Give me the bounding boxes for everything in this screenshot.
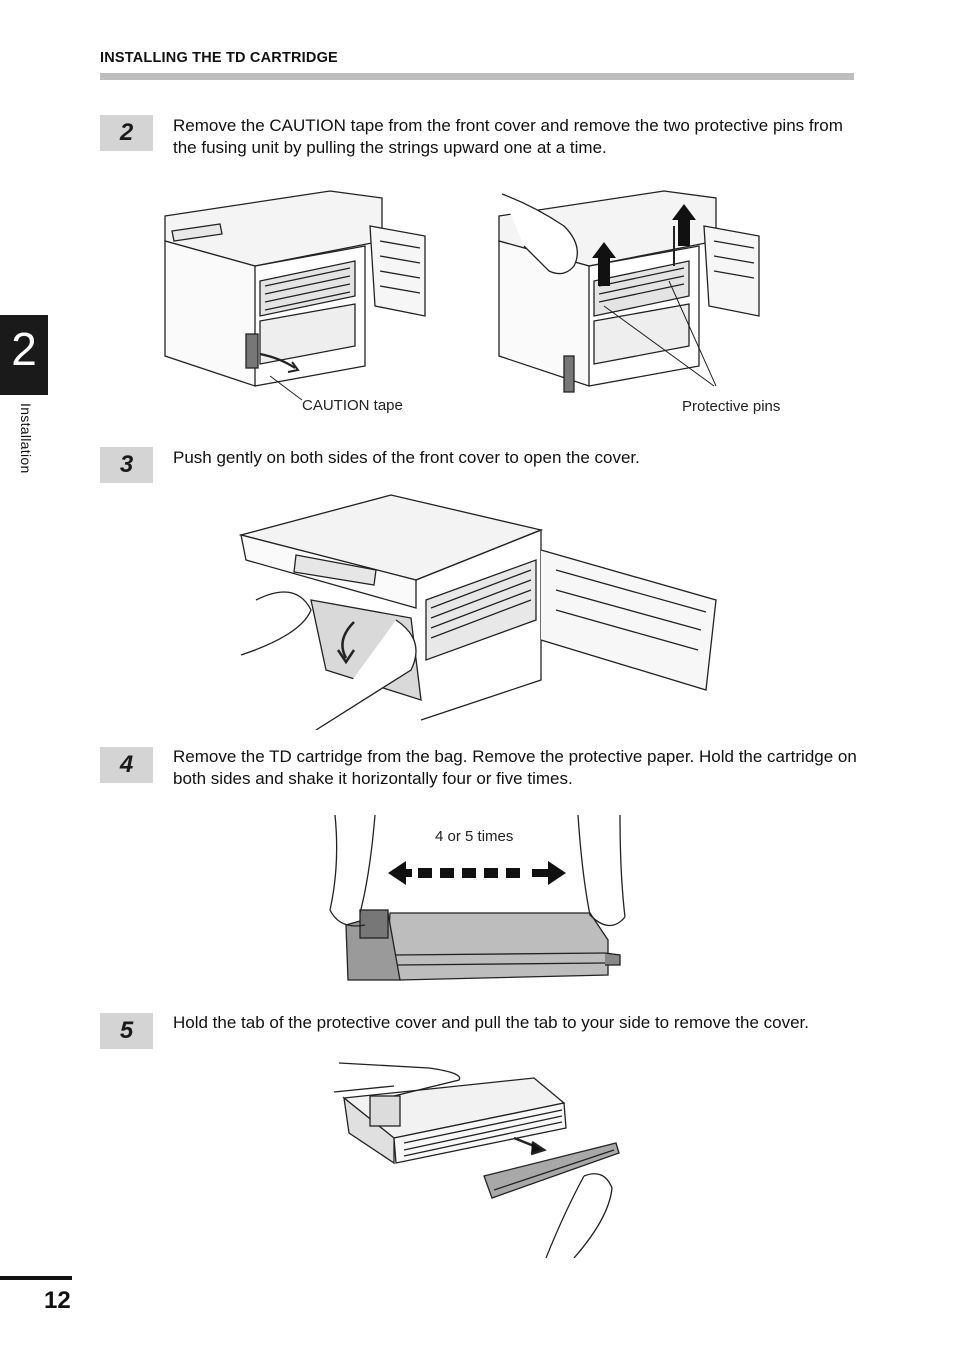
remove-protective-cover-illustration: [334, 1062, 620, 1258]
step-number-box: 3: [100, 447, 153, 483]
section-title: INSTALLING THE TD CARTRIDGE: [100, 50, 338, 66]
shake-cartridge-illustration: [329, 815, 626, 981]
copier-caution-tape-illustration: [164, 190, 426, 401]
page-number-rule: [0, 1276, 72, 1280]
step-instruction: Remove the TD cartridge from the bag. Re…: [173, 747, 857, 788]
protective-pins-caption: Protective pins: [682, 398, 781, 415]
step-instruction: Hold the tab of the protective cover and…: [173, 1013, 809, 1032]
step-number-box: 2: [100, 115, 153, 151]
title-rule: [100, 73, 854, 80]
chapter-tab: [0, 315, 48, 395]
protective-pins-illustration: [498, 190, 760, 393]
front-cover-open-illustration: [238, 494, 717, 730]
shake-times-caption: 4 or 5 times: [435, 828, 514, 845]
step-number-box: 5: [100, 1013, 153, 1049]
step-instruction: Push gently on both sides of the front c…: [173, 448, 640, 467]
page-number: 12: [44, 1287, 71, 1314]
chapter-label: Installation: [18, 403, 34, 474]
step-number-box: 4: [100, 747, 153, 783]
caution-tape-caption: CAUTION tape: [302, 397, 403, 414]
step-instruction: Remove the CAUTION tape from the front c…: [173, 116, 843, 157]
chapter-number: 2: [11, 323, 37, 375]
